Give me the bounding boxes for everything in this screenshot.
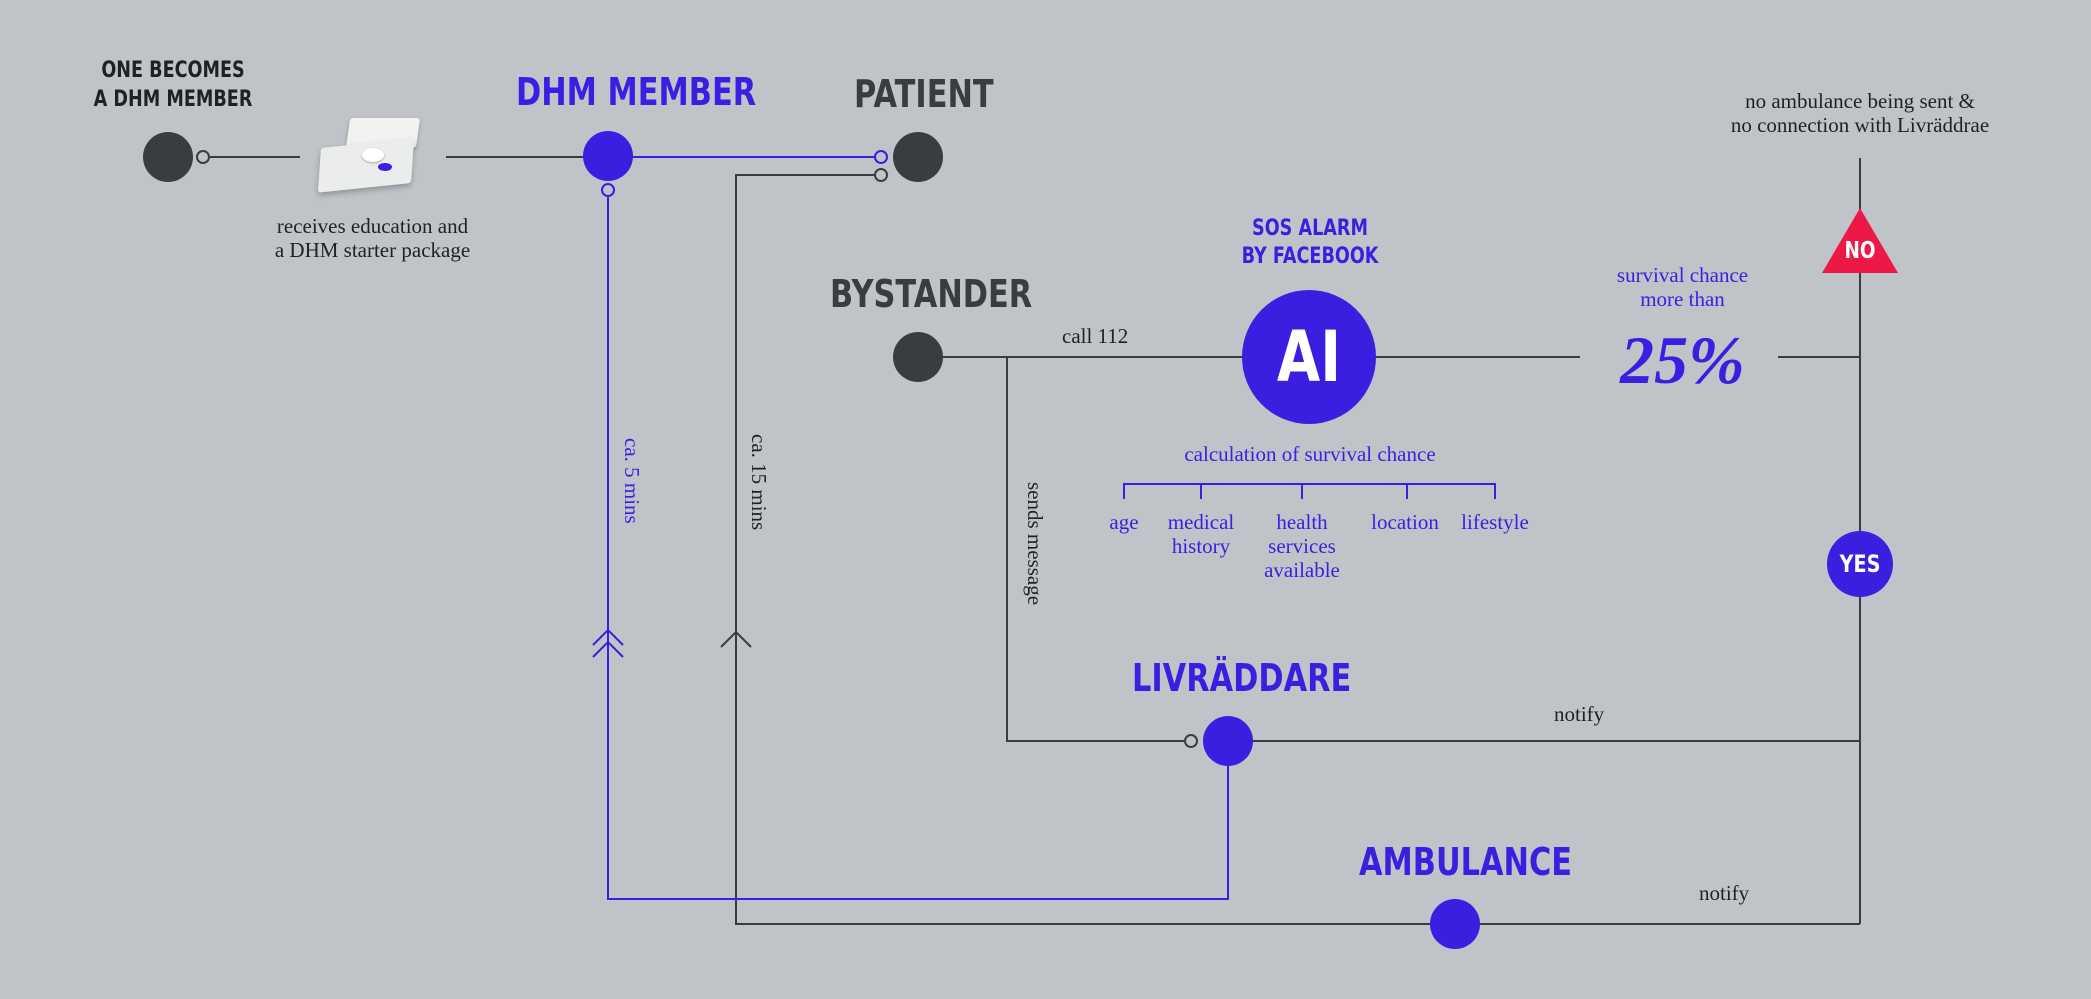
factor-health-services: health services available [1252,510,1352,582]
ai-node [1242,290,1376,424]
factor-lifestyle: lifestyle [1450,510,1540,534]
factor-medical-history: medical history [1151,510,1251,558]
call-112-label: call 112 [1062,324,1129,348]
connector-ring-patient-dark [874,168,888,182]
package-blue-accent [378,163,392,171]
no-triangle-node [1822,208,1898,273]
survival-chance-line-2: more than [1640,287,1725,311]
yes-node [1827,531,1893,597]
notify-ambulance-label: notify [1699,881,1750,905]
livraddare-heading: LIVRÄDDARE [1132,656,1352,700]
patient-ambulance-route-line [735,174,1860,925]
dhm-member-node [583,131,633,181]
factor-age: age [1094,510,1154,534]
ai-label: AI [1276,316,1342,398]
factor-medical-line-1: medical [1167,510,1235,534]
ca-5-mins-label: ca. 5 mins [620,438,644,524]
sos-alarm-heading: SOS ALARM BY FACEBOOK [1230,215,1390,271]
sos-alarm-line-1: SOS ALARM [1252,216,1368,241]
no-ambulance-label: no ambulance being sent & no connection … [1700,89,2020,137]
education-line-2: a DHM starter package [274,238,471,262]
blue-connectors [592,156,1496,900]
patient-heading: PATIENT [854,72,994,116]
one-becomes-heading: ONE BECOMES A DHM MEMBER [89,56,257,114]
education-line-1: receives education and [276,214,469,238]
factor-health-line-1: health [1276,510,1328,534]
member-livraddare-route-line [607,196,1229,900]
factor-health-line-3: available [1264,558,1340,582]
patient-node [893,132,943,182]
survival-chance-label: survival chance more than [1585,263,1780,311]
package-device [362,148,384,162]
notify-livraddare-label: notify [1554,702,1605,726]
factors-bracket [1123,483,1496,499]
ca-15-mins-label: ca. 15 mins [747,434,771,531]
one-becomes-line-1: ONE BECOMES [101,58,245,83]
connector-ring-start [196,150,210,164]
no-ambulance-line-1: no ambulance being sent & [1745,89,1975,113]
starter-package-image [300,108,428,196]
dhm-member-heading: DHM MEMBER [516,70,757,114]
factor-age-line-1: age [1109,510,1139,534]
factor-location-line-1: location [1371,510,1439,534]
sos-alarm-line-2: BY FACEBOOK [1241,244,1379,269]
start-node [143,132,193,182]
one-becomes-line-2: A DHM MEMBER [93,87,253,112]
livraddare-node [1203,716,1253,766]
factor-location: location [1355,510,1455,534]
percent-value: 25% [1620,322,1745,398]
connector-ring-patient-blue [874,150,888,164]
bystander-node [893,332,943,382]
education-label: receives education and a DHM starter pac… [250,214,495,262]
yes-label: YES [1839,550,1881,578]
no-ambulance-line-2: no connection with Livräddrae [1730,113,1990,137]
factor-health-line-2: services [1268,534,1336,558]
connector-ring-livraddare [1184,734,1198,748]
no-label: NO [1844,238,1876,264]
arrow-up-dark-icon [720,630,752,648]
double-arrow-top-icon [592,628,624,646]
sends-message-line [1006,357,1186,742]
ambulance-heading: AMBULANCE [1359,840,1573,884]
factor-medical-line-2: history [1171,534,1231,558]
package-box-bottom [317,138,415,193]
factor-lifestyle-line-1: lifestyle [1461,510,1529,534]
bystander-heading: BYSTANDER [830,272,1033,316]
connector-ring-member [601,183,615,197]
calculation-label: calculation of survival chance [1184,442,1436,466]
survival-chance-line-1: survival chance [1616,263,1749,287]
sends-message-label: sends message [1023,482,1047,606]
ambulance-node [1430,899,1480,949]
double-arrow-bottom-icon [592,640,624,658]
